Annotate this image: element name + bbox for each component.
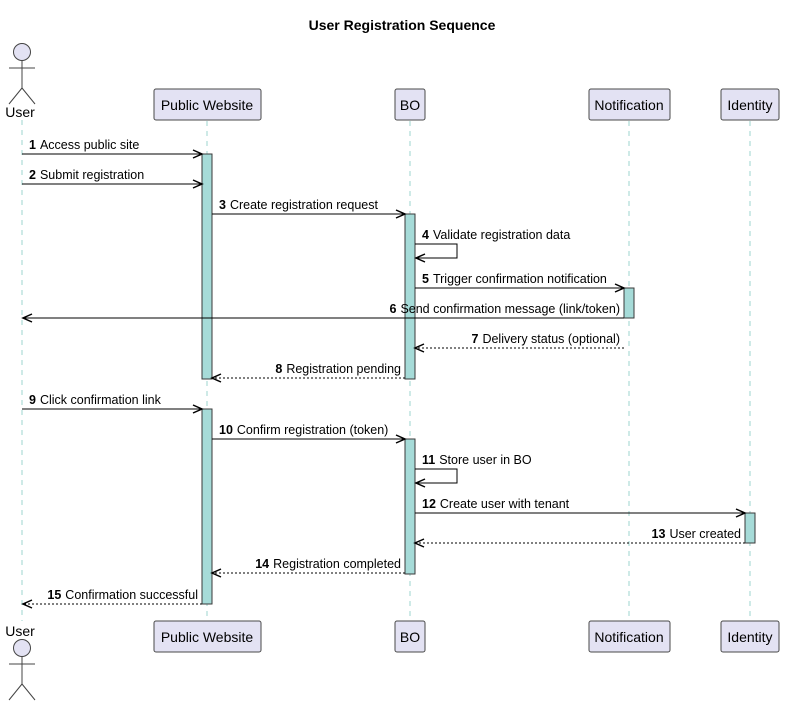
activation-website-1 [201,153,213,380]
activation-notification-3 [623,287,635,319]
participant-identity-label-bottom: Identity [727,629,772,645]
activation-bars [201,153,756,605]
participants-top: Public Website BO Notification Identity [153,88,780,121]
diagram-title: User Registration Sequence [309,17,496,33]
participant-notification-box-top [588,88,671,121]
participant-notification-label-top: Notification [594,97,663,113]
participant-identity-box-top [720,88,780,121]
participant-website-box-top [153,88,262,121]
activation-bo-5 [404,438,416,575]
participant-website-label-top: Public Website [161,97,254,113]
activation-bo-2 [404,213,416,380]
participant-notification-label-bottom: Notification [594,629,663,645]
participant-identity-label-top: Identity [727,97,772,113]
activation-identity-6 [744,512,756,544]
participant-identity-box-bottom [720,620,780,653]
participant-website-label-bottom: Public Website [161,629,254,645]
participant-bo-box-bottom [394,620,426,653]
actor-top: User [5,43,36,120]
user-actor-icon-bottom [8,639,36,701]
user-actor-icon-top [8,43,36,105]
actor-bottom: User [5,623,36,701]
user-actor-label-bottom: User [5,623,35,639]
participant-website-box-bottom [153,620,262,653]
participant-bo-label-top: BO [400,97,420,113]
participants-bottom: Public Website BO Notification Identity [153,620,780,653]
activation-website-4 [201,408,213,605]
participant-bo-box-top [394,88,426,121]
participant-bo-label-bottom: BO [400,629,420,645]
user-actor-label-top: User [5,104,35,120]
participant-notification-box-bottom [588,620,671,653]
